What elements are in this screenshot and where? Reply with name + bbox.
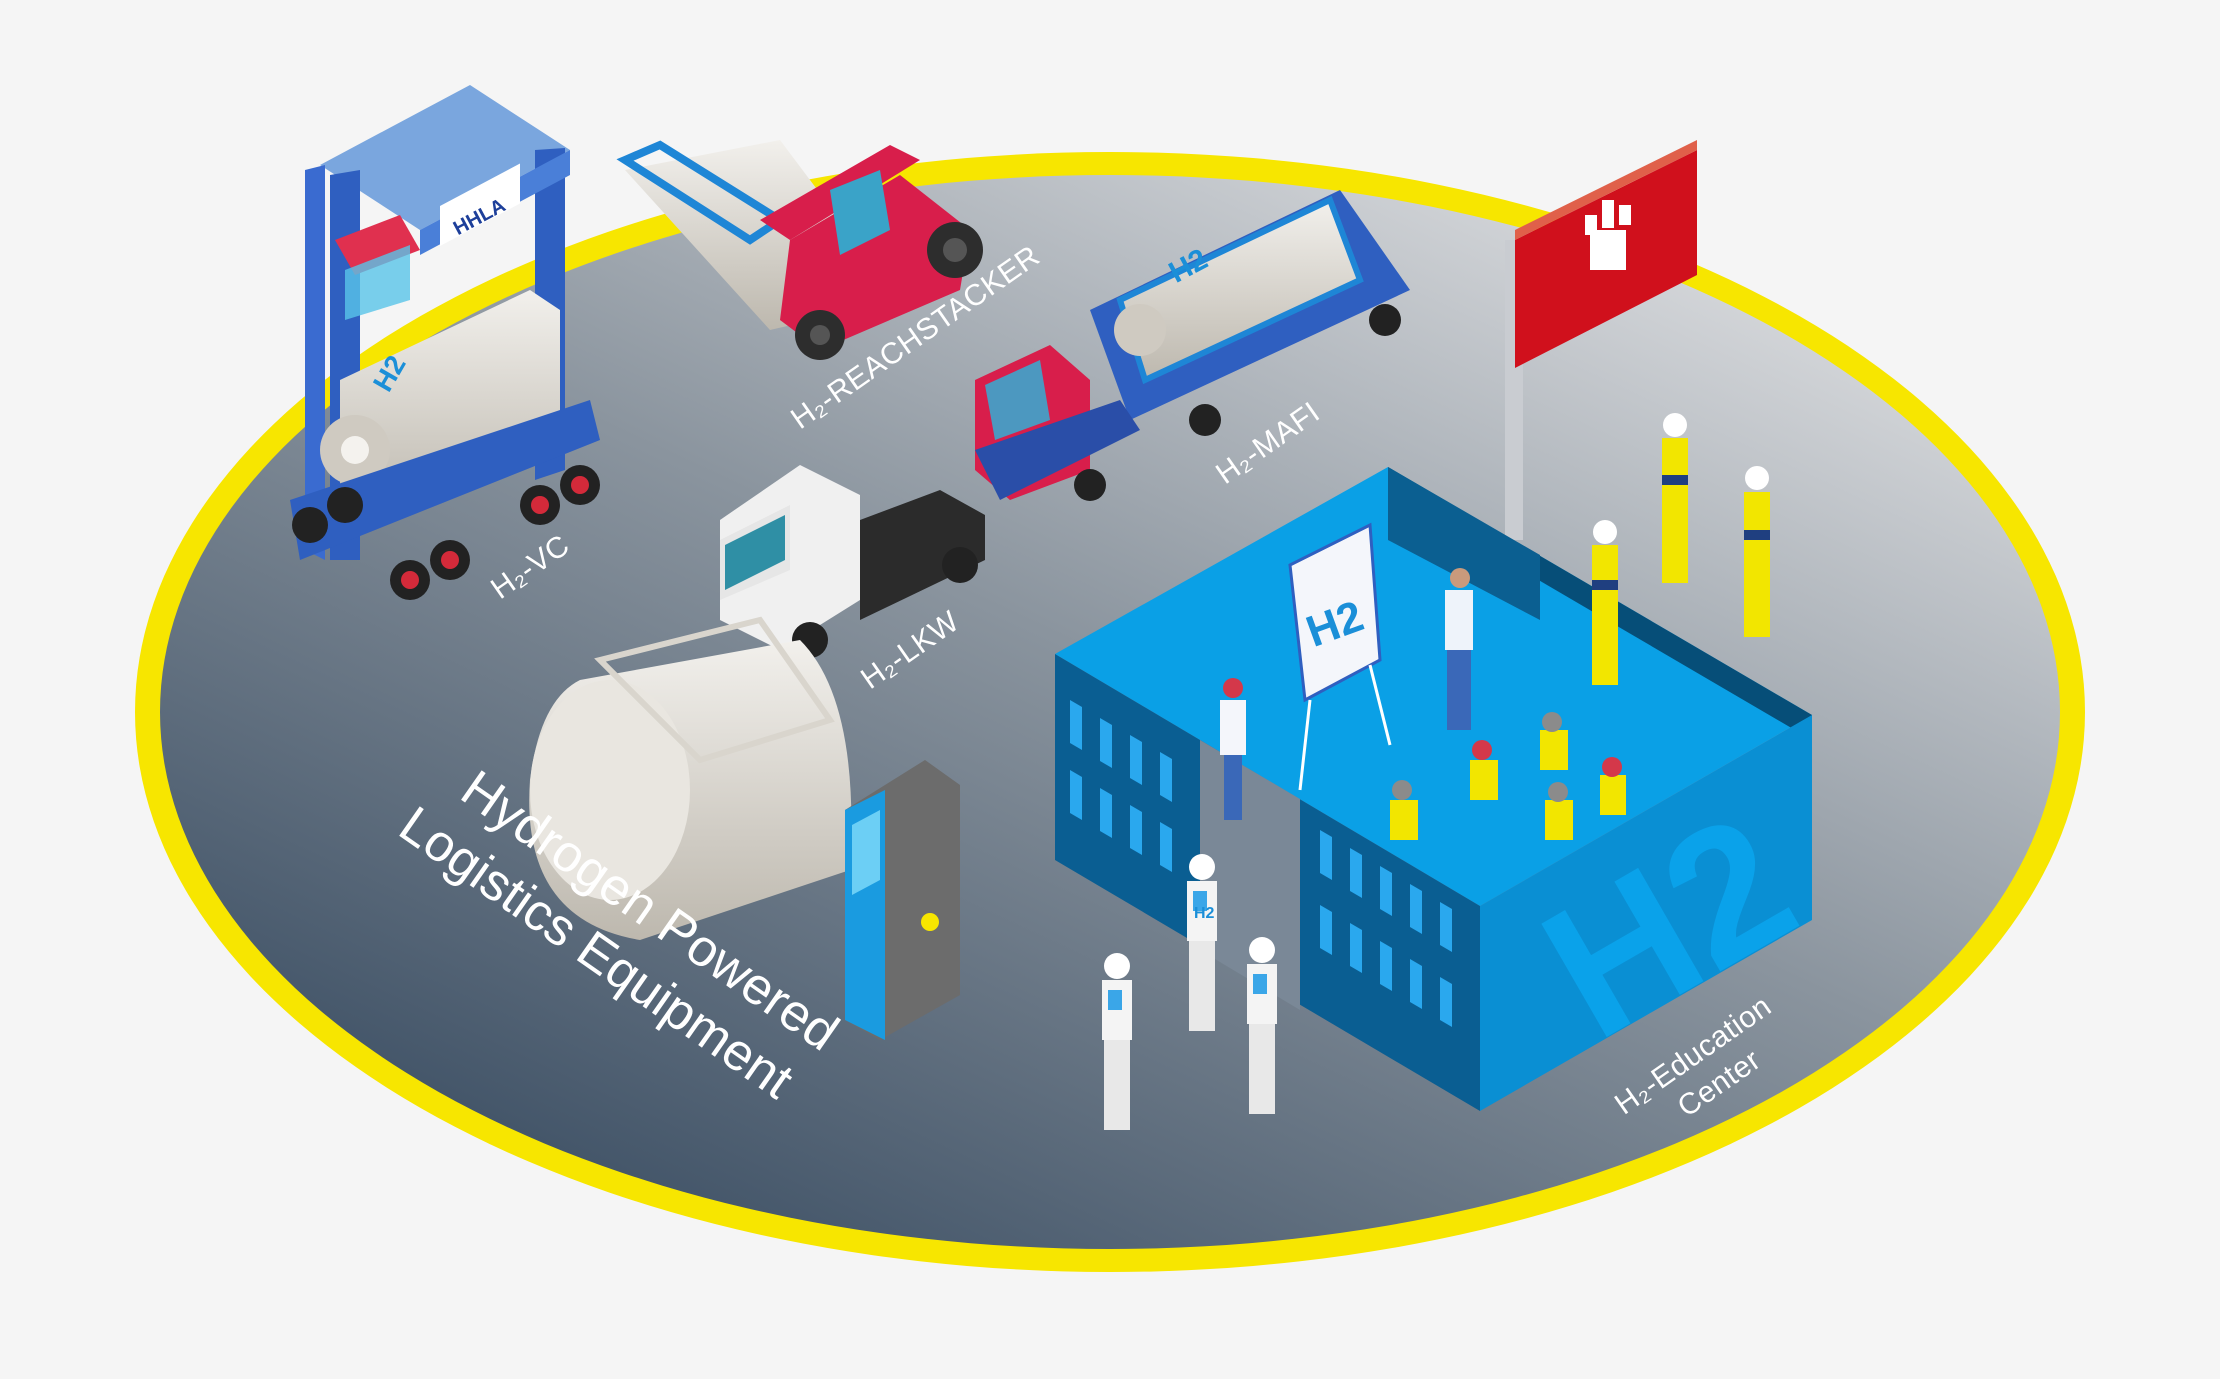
mafi-tractor: H2 bbox=[975, 190, 1410, 501]
workers-white: H2 bbox=[1102, 854, 1277, 1130]
hydrogen-storage-tank bbox=[529, 616, 852, 940]
presenter-figure bbox=[1445, 568, 1473, 730]
reachstacker bbox=[616, 140, 983, 360]
castle-emblem-icon bbox=[1585, 200, 1631, 270]
hydrogen-dispenser bbox=[845, 760, 960, 1040]
audience-figures bbox=[1220, 678, 1626, 840]
vest-h2-mark: H2 bbox=[1194, 905, 1215, 922]
building-side-wall bbox=[1480, 715, 1812, 1111]
hamburg-flag bbox=[1505, 140, 1697, 540]
hhla-sign bbox=[440, 163, 520, 247]
flipchart: H2 bbox=[1288, 522, 1392, 791]
straddle-carrier-vc: HHLA H2 bbox=[290, 85, 600, 600]
building-windows bbox=[1070, 700, 1452, 1027]
workers-yellow bbox=[1592, 413, 1770, 685]
truck-lkw bbox=[720, 465, 985, 658]
